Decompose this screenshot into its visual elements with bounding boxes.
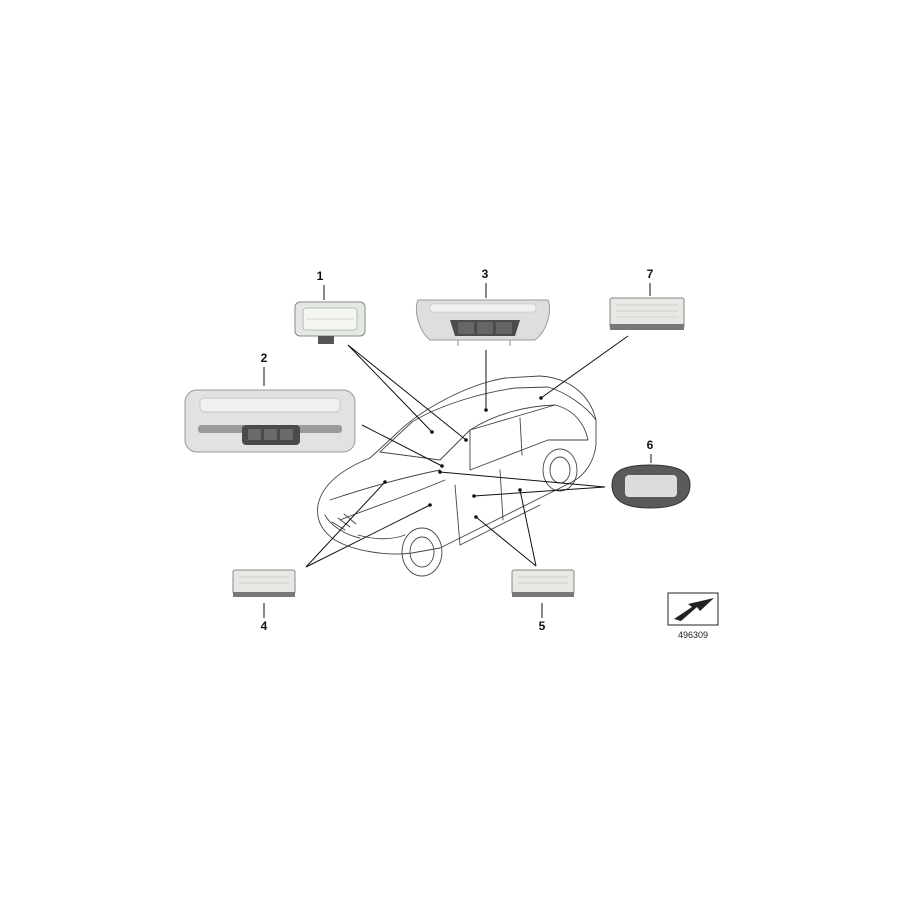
- part-7-luggage-compartment-light-icon[interactable]: [609, 297, 685, 330]
- part-1-reading-light-icon[interactable]: [294, 301, 366, 344]
- leader-dot: [518, 488, 522, 492]
- leader-5a: [475, 516, 537, 567]
- leader-4b: [305, 504, 431, 568]
- leader-5b: [519, 489, 537, 567]
- car-outline-icon: [317, 375, 597, 577]
- leader-6a: [473, 486, 606, 497]
- leader-7: [540, 335, 629, 399]
- callout-4: 4: [261, 619, 268, 633]
- leader-dot: [440, 464, 444, 468]
- direction-arrow-icon: [667, 592, 719, 626]
- leader-dot: [430, 430, 434, 434]
- reference-number: 496309: [678, 630, 708, 640]
- part-2-interior-light-panel-icon[interactable]: [184, 389, 356, 453]
- leader-2: [361, 424, 443, 467]
- leader-1b: [347, 344, 467, 441]
- leader-dot: [383, 480, 387, 484]
- leader-4a: [305, 481, 386, 568]
- leader-1a: [347, 344, 433, 433]
- leader-dot: [428, 503, 432, 507]
- callout-5: 5: [539, 619, 546, 633]
- part-4-footwell-light-icon[interactable]: [232, 569, 296, 597]
- leader-dot: [474, 515, 478, 519]
- part-6-vanity-light-icon[interactable]: [611, 464, 691, 509]
- callout-6: 6: [647, 438, 654, 452]
- callout-1: 1: [317, 269, 324, 283]
- leader-6b: [439, 471, 606, 488]
- callout-7: 7: [647, 267, 654, 281]
- leader-dot: [438, 470, 442, 474]
- callout-3: 3: [482, 267, 489, 281]
- callout-2: 2: [261, 351, 268, 365]
- part-5-door-light-icon[interactable]: [511, 569, 575, 597]
- leader-dot: [472, 494, 476, 498]
- leader-dot: [484, 408, 488, 412]
- part-3-overhead-console-icon[interactable]: [416, 299, 550, 346]
- leader-dot: [464, 438, 468, 442]
- leader-dot: [539, 396, 543, 400]
